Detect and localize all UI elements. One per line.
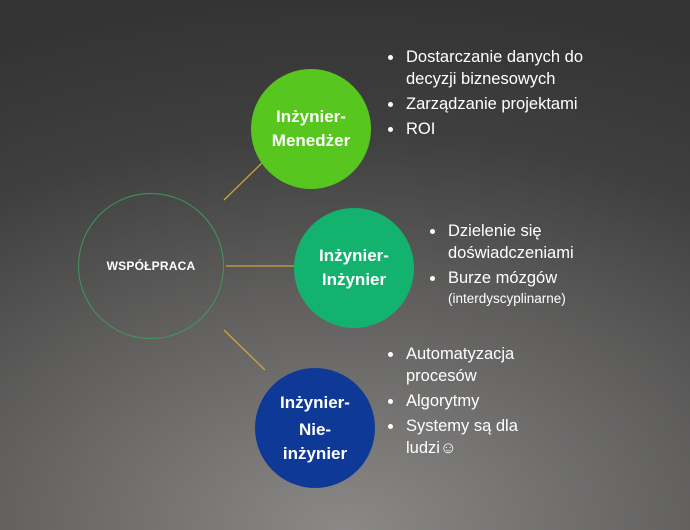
list-item: Systemy są dla ludzi☺ <box>386 415 546 459</box>
node-engineer-engineer: Inżynier- Inżynier <box>294 208 414 328</box>
node-engineer-manager: Inżynier- Menedżer <box>251 69 371 189</box>
center-circle: WSPÓŁPRACA <box>78 193 224 339</box>
center-label: WSPÓŁPRACA <box>106 259 196 273</box>
node-1-line-1: Inżynier- <box>276 107 346 126</box>
list-item-text: Burze mózgów <box>448 269 558 287</box>
list-item: Dzielenie się doświadczeniami <box>428 220 608 264</box>
node-1-line-2: Menedżer <box>271 131 351 150</box>
node-2-line-1: Inżynier- <box>319 246 389 265</box>
bullet-list-engineer-engineer: Dzielenie się doświadczeniami Burze mózg… <box>428 220 608 312</box>
node-2-line-2: Inżynier <box>321 270 387 289</box>
bullet-list-engineer-manager: Dostarczanie danych do decyzji biznesowy… <box>386 46 586 143</box>
node-3-line-2: Nie- <box>298 419 332 439</box>
node-3-line-3: inżynier <box>282 443 348 463</box>
node-engineer-non-engineer: Inżynier- Nie- inżynier <box>255 368 375 488</box>
connector-line-3 <box>223 329 266 371</box>
bullet-list-engineer-non-engineer: Automatyzacja procesów Algorytmy Systemy… <box>386 343 546 462</box>
list-item: ROI <box>386 118 586 140</box>
list-item-note: (interdyscyplinarne) <box>448 291 566 306</box>
list-item: Automatyzacja procesów <box>386 343 546 387</box>
list-item: Algorytmy <box>386 390 546 412</box>
list-item: Burze mózgów (interdyscyplinarne) <box>428 267 608 309</box>
list-item: Dostarczanie danych do decyzji biznesowy… <box>386 46 586 90</box>
connector-line-1 <box>223 159 266 201</box>
list-item: Zarządzanie projektami <box>386 93 586 115</box>
node-3-line-1: Inżynier- <box>280 392 350 412</box>
